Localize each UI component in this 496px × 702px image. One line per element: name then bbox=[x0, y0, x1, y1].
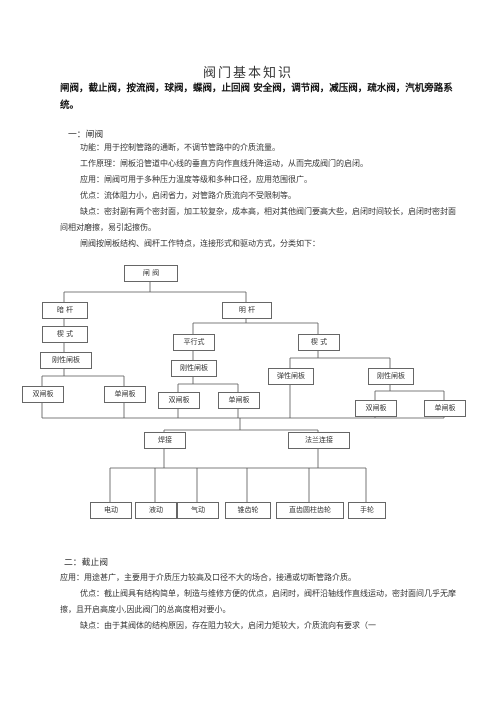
diagram-parallel: 平行式 bbox=[173, 334, 215, 351]
globe-advantages: 优点：截止阀具有结构简单，制造与维修方便的优点，启闭时，阀杆沿轴线作直线运动，密… bbox=[60, 589, 456, 614]
gate-disadvantages: 缺点：密封副有两个密封面，加工较复杂，成本高，相对其他阀门要高大些，启闭时间较长… bbox=[60, 207, 456, 232]
diagram-drive-bevel-gear: 锥齿轮 bbox=[225, 502, 271, 519]
gate-classification-intro: 闸阀按闸板结构、阀杆工作特点，连接形式和驱动方式，分类如下： bbox=[80, 239, 320, 248]
diagram-single-gate-parallel: 单闸板 bbox=[218, 392, 260, 409]
diagram-single-gate-wedge: 单闸板 bbox=[424, 400, 466, 417]
diagram-drive-handwheel: 手轮 bbox=[348, 502, 386, 519]
diagram-drive-electric: 电动 bbox=[90, 502, 132, 519]
diagram-double-gate-parallel: 双闸板 bbox=[158, 392, 200, 409]
diagram-drive-spur-gear: 直齿圆柱齿轮 bbox=[276, 502, 344, 519]
diagram-dark-stem: 暗 杆 bbox=[42, 302, 88, 319]
section2-heading: 二：截止阀 bbox=[64, 558, 108, 568]
diagram-single-gate: 单闸板 bbox=[104, 386, 146, 403]
diagram-wedge: 楔 式 bbox=[42, 326, 88, 343]
diagram-rigid-gate-parallel: 刚性闸板 bbox=[171, 360, 217, 377]
diagram-double-gate: 双闸板 bbox=[22, 386, 64, 403]
diagram-welded: 焊接 bbox=[144, 432, 186, 449]
gate-advantages: 优点：流体阻力小，启闭省力，对管路介质流向不受限制等。 bbox=[80, 191, 296, 200]
diagram-wedge-open: 楔 式 bbox=[298, 334, 340, 351]
diagram-open-stem: 明 杆 bbox=[222, 302, 272, 319]
section1-heading: 一：闸阀 bbox=[68, 130, 104, 140]
gate-function: 功能：用于控制管路的通断，不调节管路中的介质流量。 bbox=[80, 143, 280, 152]
gate-principle: 工作原理：闸板沿管道中心线的垂直方向作直线升降运动，从而完成阀门的启闭。 bbox=[80, 159, 368, 168]
diagram-drive-hydraulic: 液动 bbox=[135, 502, 177, 519]
globe-application: 应用：用途甚广，主要用于介质压力较高及口径不大的场合，接通或切断管路介质。 bbox=[60, 573, 356, 582]
valve-type-list: 闸阀，截止阀，按流阀，球阀，蝶阀，止回阀 安全阀，调节阀，减压阀，疏水阀，汽机旁… bbox=[60, 83, 453, 111]
diagram-double-gate-wedge: 双闸板 bbox=[355, 400, 397, 417]
document-title: 阀门基本知识 bbox=[202, 66, 293, 81]
diagram-elastic-gate: 弹性闸板 bbox=[268, 368, 314, 385]
globe-disadvantages: 缺点：由于其阀体的结构原因，存在阻力较大，启闭力矩较大，介质流向有要求（一 bbox=[80, 621, 376, 630]
diagram-drive-pneumatic: 气动 bbox=[177, 502, 219, 519]
diagram-rigid-gate: 刚性闸板 bbox=[40, 352, 92, 369]
gate-application: 应用：闸阀可用于多种压力温度等级和多种口径，应用范围很广。 bbox=[80, 175, 312, 184]
diagram-rigid-gate-wedge: 刚性闸板 bbox=[368, 368, 414, 385]
diagram-gate-valve-root: 闸 阀 bbox=[124, 265, 178, 282]
diagram-flanged: 法兰连接 bbox=[288, 432, 350, 449]
